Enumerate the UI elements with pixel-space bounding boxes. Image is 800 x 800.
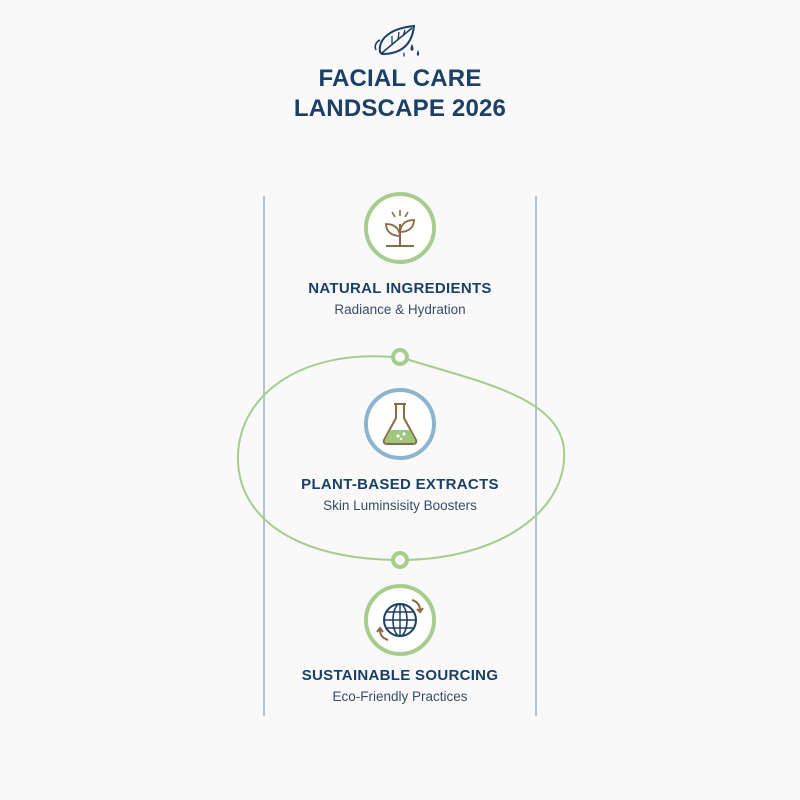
flask-icon: [364, 388, 436, 460]
page-title-line-2: LANDSCAPE 2026: [293, 95, 507, 122]
leaf-icon: [374, 24, 420, 57]
step-3-subtitle: Eco-Friendly Practices: [332, 689, 468, 704]
sprout-icon: [364, 192, 436, 264]
page-title-line-1: FACIAL CARE: [318, 65, 482, 92]
loop-node-top: [391, 348, 409, 366]
step-1-subtitle: Radiance & Hydration: [334, 302, 466, 317]
step-2-title: PLANT-BASED EXTRACTS: [301, 476, 499, 493]
loop-node-bottom: [391, 551, 409, 569]
step-1-title: NATURAL INGREDIENTS: [308, 280, 492, 297]
step-2-subtitle: Skin Luminsisity Boosters: [323, 498, 477, 513]
step-3-title: SUSTAINABLE SOURCING: [301, 667, 499, 684]
globe-icon: [364, 584, 436, 656]
